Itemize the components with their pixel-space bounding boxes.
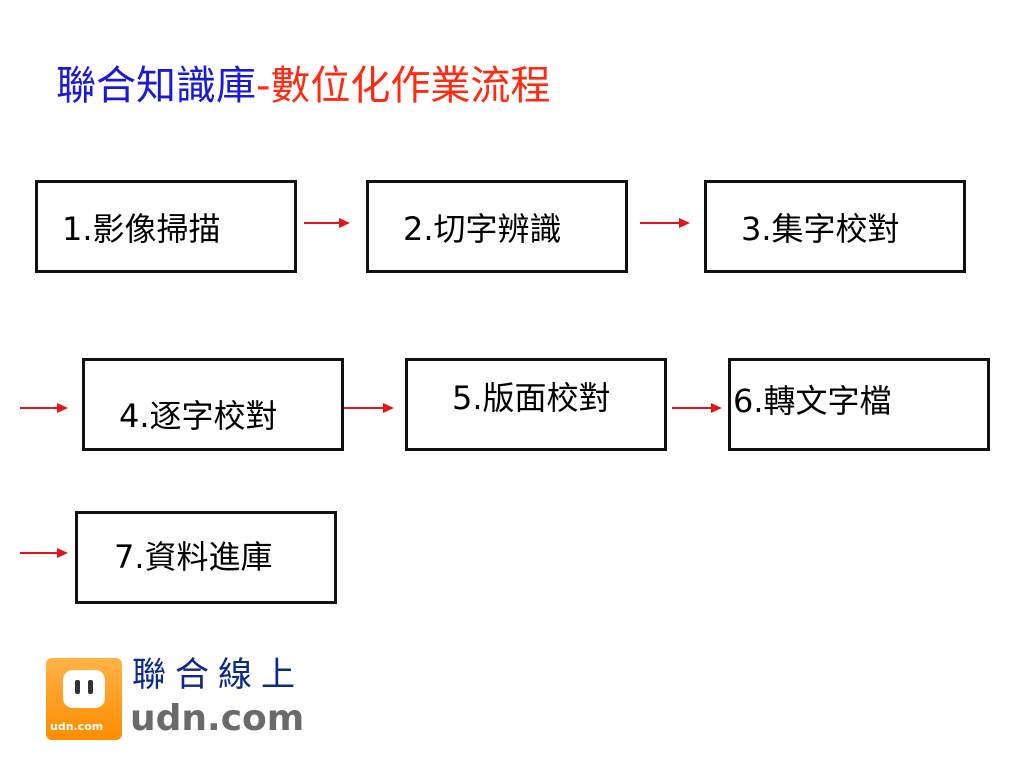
logo-chinese-name: 聯合線上 [132,655,304,695]
step-label: 1.影像掃描 [62,209,221,248]
step-box-6: 6.轉文字檔 [728,358,990,451]
step-label: 3.集字校對 [741,209,900,248]
arrow-icon [304,218,350,228]
step-box-5: 5.版面校對 [405,358,667,451]
arrow-icon [344,403,394,413]
arrow-icon [672,403,722,413]
logo-badge-text: udn.com [50,720,104,733]
step-label: 4.逐字校對 [119,396,278,435]
step-label: 7.資料進庫 [114,537,273,576]
step-box-3: 3.集字校對 [704,180,966,273]
title-main: 聯合知識庫 [56,63,256,109]
title-sub: -數位化作業流程 [256,63,551,109]
step-box-7: 7.資料進庫 [75,511,337,604]
step-box-2: 2.切字辨識 [366,180,628,273]
step-box-1: 1.影像掃描 [35,180,297,273]
step-label: 2.切字辨識 [403,209,562,248]
power-socket-icon [63,670,105,708]
udn-logo: udn.com 聯合線上 udn.com [46,654,336,744]
logo-badge: udn.com [46,658,122,740]
arrow-icon [20,403,68,413]
step-label: 5.版面校對 [452,378,611,417]
logo-domain: udn.com [130,698,305,739]
step-box-4: 4.逐字校對 [82,358,344,451]
page-title: 聯合知識庫-數位化作業流程 [56,58,550,114]
arrow-icon [20,548,68,558]
arrow-icon [640,218,690,228]
step-label: 6.轉文字檔 [733,381,892,420]
